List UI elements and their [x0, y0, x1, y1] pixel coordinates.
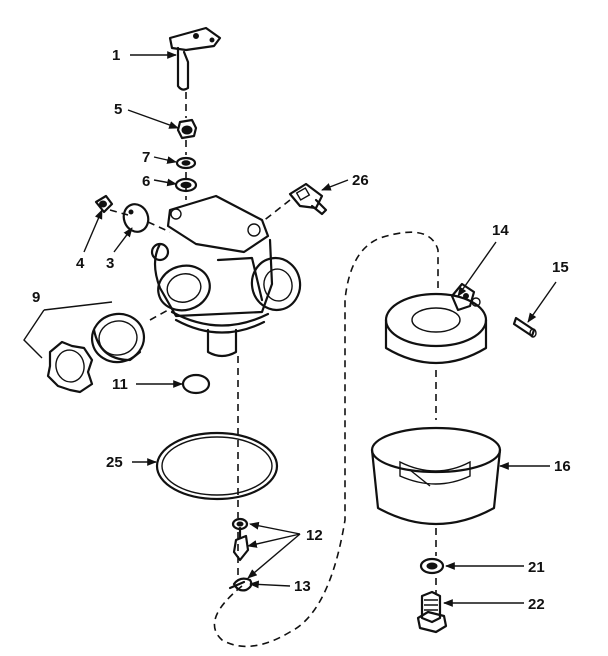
- label-part-25: 25: [106, 454, 123, 471]
- label-part-9: 9: [32, 289, 40, 306]
- label-part-1: 1: [112, 47, 120, 64]
- part-21-washer: [419, 557, 445, 575]
- part-7-washer: [175, 156, 197, 170]
- carburetor-body: [150, 194, 302, 358]
- label-part-4: 4: [76, 255, 85, 272]
- label-part-3: 3: [106, 255, 114, 272]
- label-part-14: 14: [492, 222, 509, 239]
- part-14-float: [384, 282, 488, 364]
- label-part-13: 13: [294, 578, 311, 595]
- label-part-26: 26: [352, 172, 369, 189]
- part-3-plate: [122, 203, 150, 233]
- label-part-22: 22: [528, 596, 545, 613]
- part-25-bowl-gasket: [155, 431, 279, 501]
- part-1-throttle-arm: [168, 26, 222, 91]
- label-part-21: 21: [528, 559, 545, 576]
- part-4-screw: [94, 194, 114, 214]
- part-labels: 1 5 7 6 26 4 3 9 11 25 12 13 14 15 16 21…: [32, 47, 571, 613]
- label-part-7: 7: [142, 149, 150, 166]
- label-part-11: 11: [112, 376, 128, 393]
- part-13-clip: [228, 577, 253, 592]
- label-part-12: 12: [306, 527, 323, 544]
- label-part-5: 5: [114, 101, 122, 118]
- assembly-dashed-lines: [109, 92, 439, 648]
- label-part-6: 6: [142, 173, 150, 190]
- part-16-fuel-bowl: [370, 426, 502, 526]
- part-9-diaphragm-assembly: [46, 312, 146, 394]
- part-5-nut: [176, 118, 198, 140]
- label-part-15: 15: [552, 259, 569, 276]
- part-11-o-ring: [181, 373, 211, 395]
- label-part-16: 16: [554, 458, 571, 475]
- part-12-needle: [232, 526, 250, 562]
- part-26-elbow-fitting: [288, 182, 328, 216]
- part-22-bowl-nut: [416, 590, 448, 634]
- leader-lines: [23, 51, 557, 607]
- part-15-hinge-pin: [512, 316, 537, 338]
